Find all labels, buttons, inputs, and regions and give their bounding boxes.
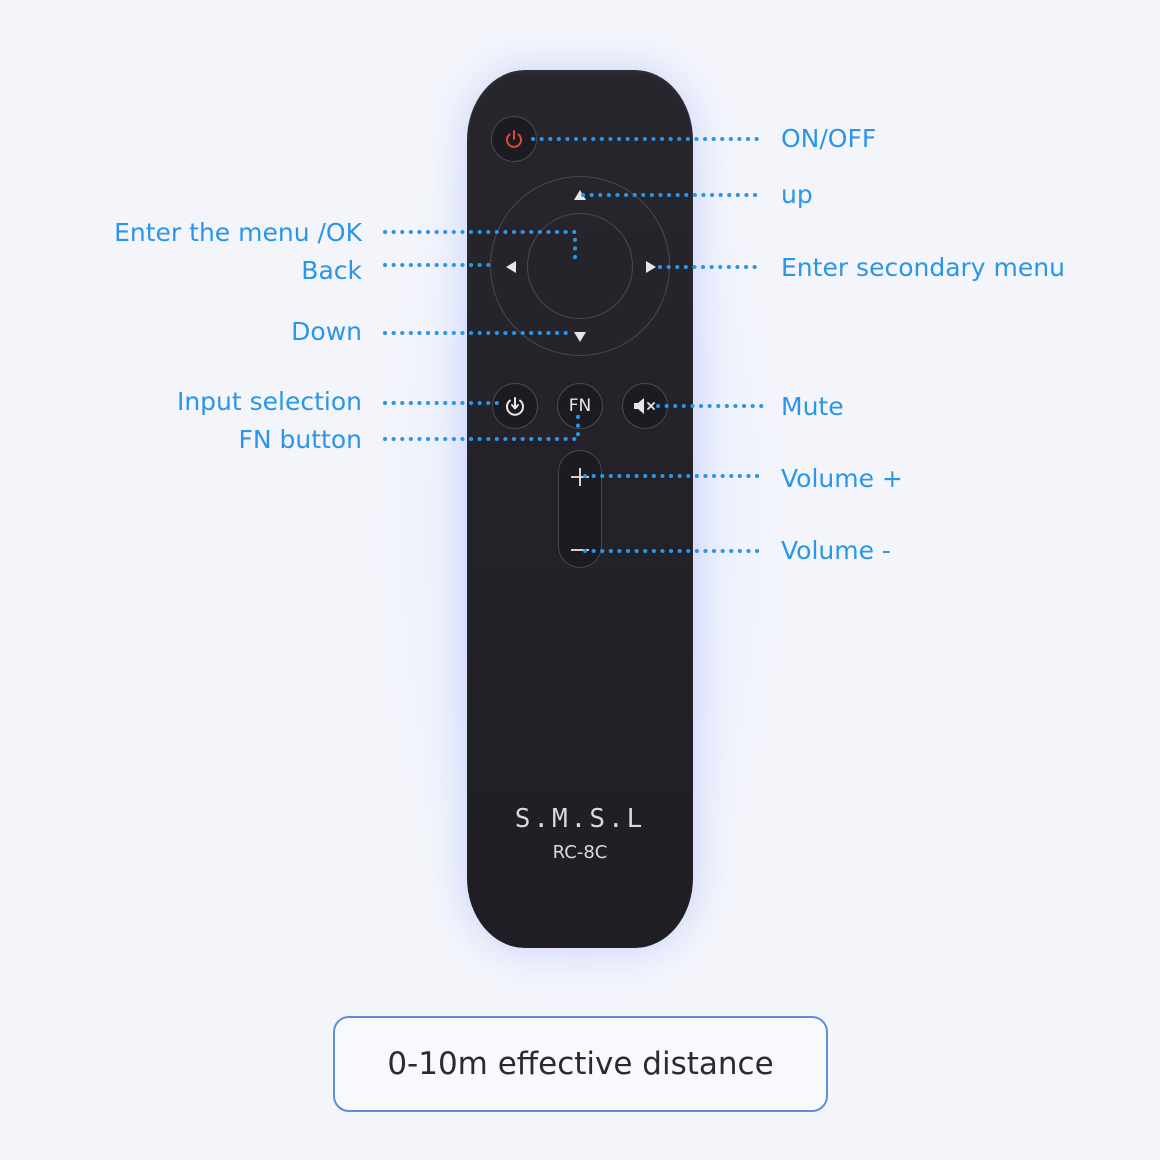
input-selection-button[interactable] bbox=[492, 383, 538, 429]
ok-button[interactable] bbox=[527, 213, 633, 319]
label-back: Back bbox=[301, 256, 362, 285]
mute-button[interactable] bbox=[622, 383, 668, 429]
back-arrow-icon[interactable] bbox=[506, 261, 516, 273]
power-icon bbox=[506, 130, 522, 148]
label-down: Down bbox=[291, 317, 362, 346]
label-enter-menu-ok: Enter the menu /OK bbox=[114, 218, 362, 247]
label-up: up bbox=[781, 180, 813, 209]
label-input-selection: Input selection bbox=[176, 387, 362, 416]
label-enter-secondary-menu: Enter secondary menu bbox=[781, 253, 1065, 282]
brand-logo: S.M.S.L bbox=[514, 804, 646, 834]
label-volume-minus: Volume - bbox=[781, 536, 891, 565]
label-fn-button: FN button bbox=[238, 425, 363, 454]
right-arrow-icon[interactable] bbox=[646, 261, 656, 273]
fn-key-label: FN bbox=[568, 396, 592, 416]
down-arrow-icon[interactable] bbox=[574, 332, 586, 342]
fn-button[interactable]: FN bbox=[557, 383, 603, 429]
input-icon bbox=[506, 397, 524, 416]
power-button[interactable] bbox=[491, 116, 537, 162]
label-on-off: ON/OFF bbox=[781, 124, 877, 153]
distance-text: 0-10m effective distance bbox=[387, 1046, 774, 1082]
leader-enter-menu bbox=[383, 230, 577, 266]
label-volume-plus: Volume + bbox=[781, 464, 903, 493]
leader-fn bbox=[383, 413, 580, 441]
label-mute: Mute bbox=[781, 392, 844, 421]
model-number: RC-8C bbox=[552, 842, 608, 863]
distance-box: 0-10m effective distance bbox=[333, 1016, 828, 1112]
mute-icon bbox=[634, 398, 655, 414]
up-arrow-icon[interactable] bbox=[574, 190, 586, 200]
